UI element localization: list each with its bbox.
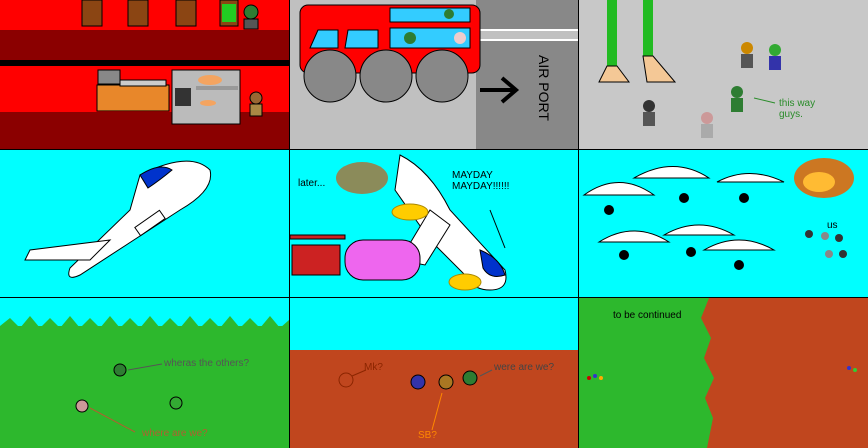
character-armored <box>249 91 263 117</box>
bus-scene <box>290 0 578 149</box>
mayday-scene <box>290 150 578 297</box>
panel-walkway: this way guys. <box>579 0 868 149</box>
panel-grass: wheras the others? where are we? <box>0 298 289 448</box>
panel-end: to be continued <box>579 298 868 448</box>
hotel-scene <box>0 0 289 149</box>
soldiers-group <box>643 42 781 138</box>
us-text: us <box>827 220 838 231</box>
panel-plane-dive <box>0 150 289 297</box>
grass-scene <box>0 298 289 448</box>
sb-text: SB? <box>418 430 437 441</box>
parachute-scene <box>579 150 868 297</box>
stick-figures <box>604 193 749 270</box>
kitchen-counter <box>96 69 241 125</box>
tiny-dots <box>587 366 857 380</box>
explosion-smoke <box>336 162 482 291</box>
panel-parachutes: us <box>579 150 868 297</box>
mayday-text: MAYDAY MAYDAY!!!!!! <box>452 170 510 192</box>
airplane <box>24 160 212 278</box>
caption-this-way: this way guys. <box>779 98 816 120</box>
red-bus <box>299 4 481 103</box>
character-green-soldier <box>243 4 259 30</box>
explosion <box>794 158 854 198</box>
end-scene <box>579 298 868 448</box>
airport-sign: AIR PORT <box>536 55 552 121</box>
panel-bus: AIR PORT <box>290 0 578 149</box>
soldiers-standing <box>338 370 478 390</box>
small-soldiers <box>805 230 847 258</box>
plane-dive-scene <box>0 150 289 297</box>
where-others-text: wheras the others? <box>164 358 250 369</box>
later-text: later... <box>298 178 326 189</box>
biplane <box>290 234 421 281</box>
dirt-scene <box>290 298 578 448</box>
crouched-soldiers <box>75 363 183 413</box>
mk-text: Mk? <box>364 362 383 373</box>
walkway-scene <box>579 0 868 149</box>
parachutes <box>582 166 785 251</box>
panel-hotel <box>0 0 289 149</box>
were-are-we-text: were are we? <box>494 362 555 373</box>
arrow-to-airport <box>480 76 520 104</box>
to-be-continued-text: to be continued <box>613 310 682 321</box>
panel-dirt: Mk? were are we? SB? <box>290 298 578 448</box>
giant-legs <box>598 0 677 83</box>
panel-mayday: later... MAYDAY MAYDAY!!!!!! <box>290 150 578 297</box>
where-are-we-text: where are we? <box>142 428 208 439</box>
